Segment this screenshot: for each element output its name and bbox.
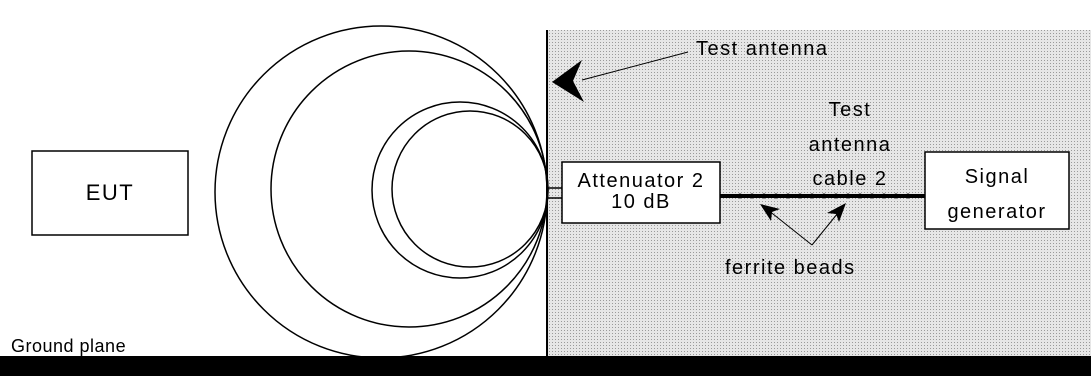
- ground-plane-label: Ground plane: [11, 336, 127, 356]
- ferrite-beads-label: ferrite beads: [725, 257, 856, 279]
- field-circle-middle: [270, 50, 548, 328]
- test-antenna-label: Test antenna: [696, 38, 829, 60]
- ferrite-arrow-left-head: [760, 204, 780, 221]
- ferrite-arrow-left-line: [767, 209, 813, 246]
- ferrite-bead-markers: [737, 193, 911, 199]
- eut-box: [31, 150, 189, 236]
- signal-generator-box: [924, 151, 1070, 230]
- field-circle-smallest: [391, 110, 549, 268]
- attenuator-label-line2: 10 dB: [611, 191, 671, 213]
- attenuator-box: [561, 161, 721, 224]
- cable-label-line3: cable 2: [812, 168, 888, 190]
- signal-generator-label-line1: Signal: [964, 166, 1030, 188]
- ferrite-arrow-right-head: [827, 203, 846, 222]
- cable-label-line1: Test: [828, 99, 872, 121]
- cable-label-line2: antenna: [808, 134, 892, 156]
- field-circle-inner-arc: [371, 101, 549, 279]
- attenuator-label-line1: Attenuator 2: [577, 170, 705, 192]
- test-antenna-arrowhead: [552, 60, 584, 102]
- signal-generator-label-line2: generator: [947, 201, 1047, 223]
- field-circle-outer: [214, 25, 548, 359]
- ground-plane-bar: [0, 356, 1091, 376]
- test-antenna-leader: [581, 51, 689, 81]
- eut-label: EUT: [85, 180, 135, 205]
